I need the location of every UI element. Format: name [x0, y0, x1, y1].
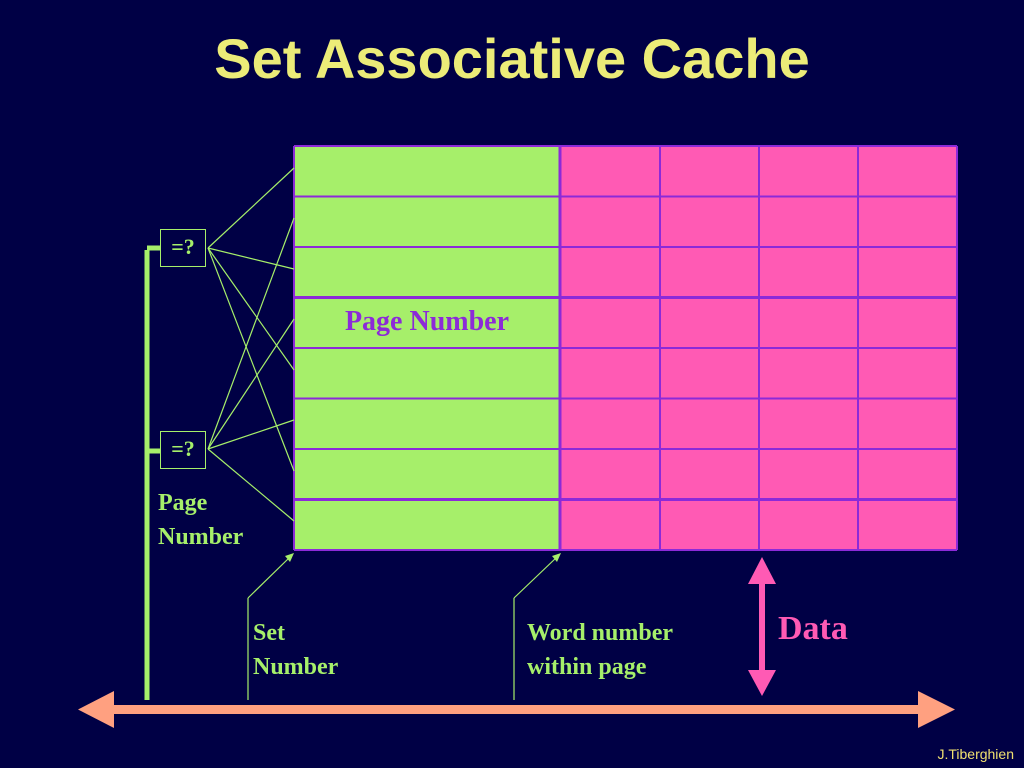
set-number-label: Set Number [253, 616, 338, 684]
page-number-label-line-2: Number [158, 524, 244, 550]
comparator-top: =? [160, 229, 206, 267]
address-pointers [247, 553, 561, 700]
data-arrow [748, 557, 776, 696]
address-bus-arrow [78, 691, 955, 728]
comparator-wires [207, 167, 295, 522]
set-number-label-line-2: Number [253, 654, 339, 680]
page-number-bus [144, 245, 160, 700]
author-credit: J.Tiberghien [937, 746, 1014, 762]
word-number-label: Word number within page [527, 616, 673, 684]
slide-title: Set Associative Cache [214, 27, 810, 90]
page-number-label-line-1: Page [158, 490, 208, 516]
comparator-bottom: =? [160, 431, 206, 469]
data-label: Data [778, 610, 848, 647]
word-number-label-line-1: Word number [527, 620, 674, 646]
table-grid-lines [293, 145, 958, 551]
set-number-label-line-1: Set [253, 620, 285, 646]
word-number-label-line-2: within page [527, 654, 647, 680]
page-number-label: Page Number [158, 486, 243, 554]
cache-table [293, 145, 958, 551]
page-number-cell-label: Page Number [344, 306, 510, 337]
